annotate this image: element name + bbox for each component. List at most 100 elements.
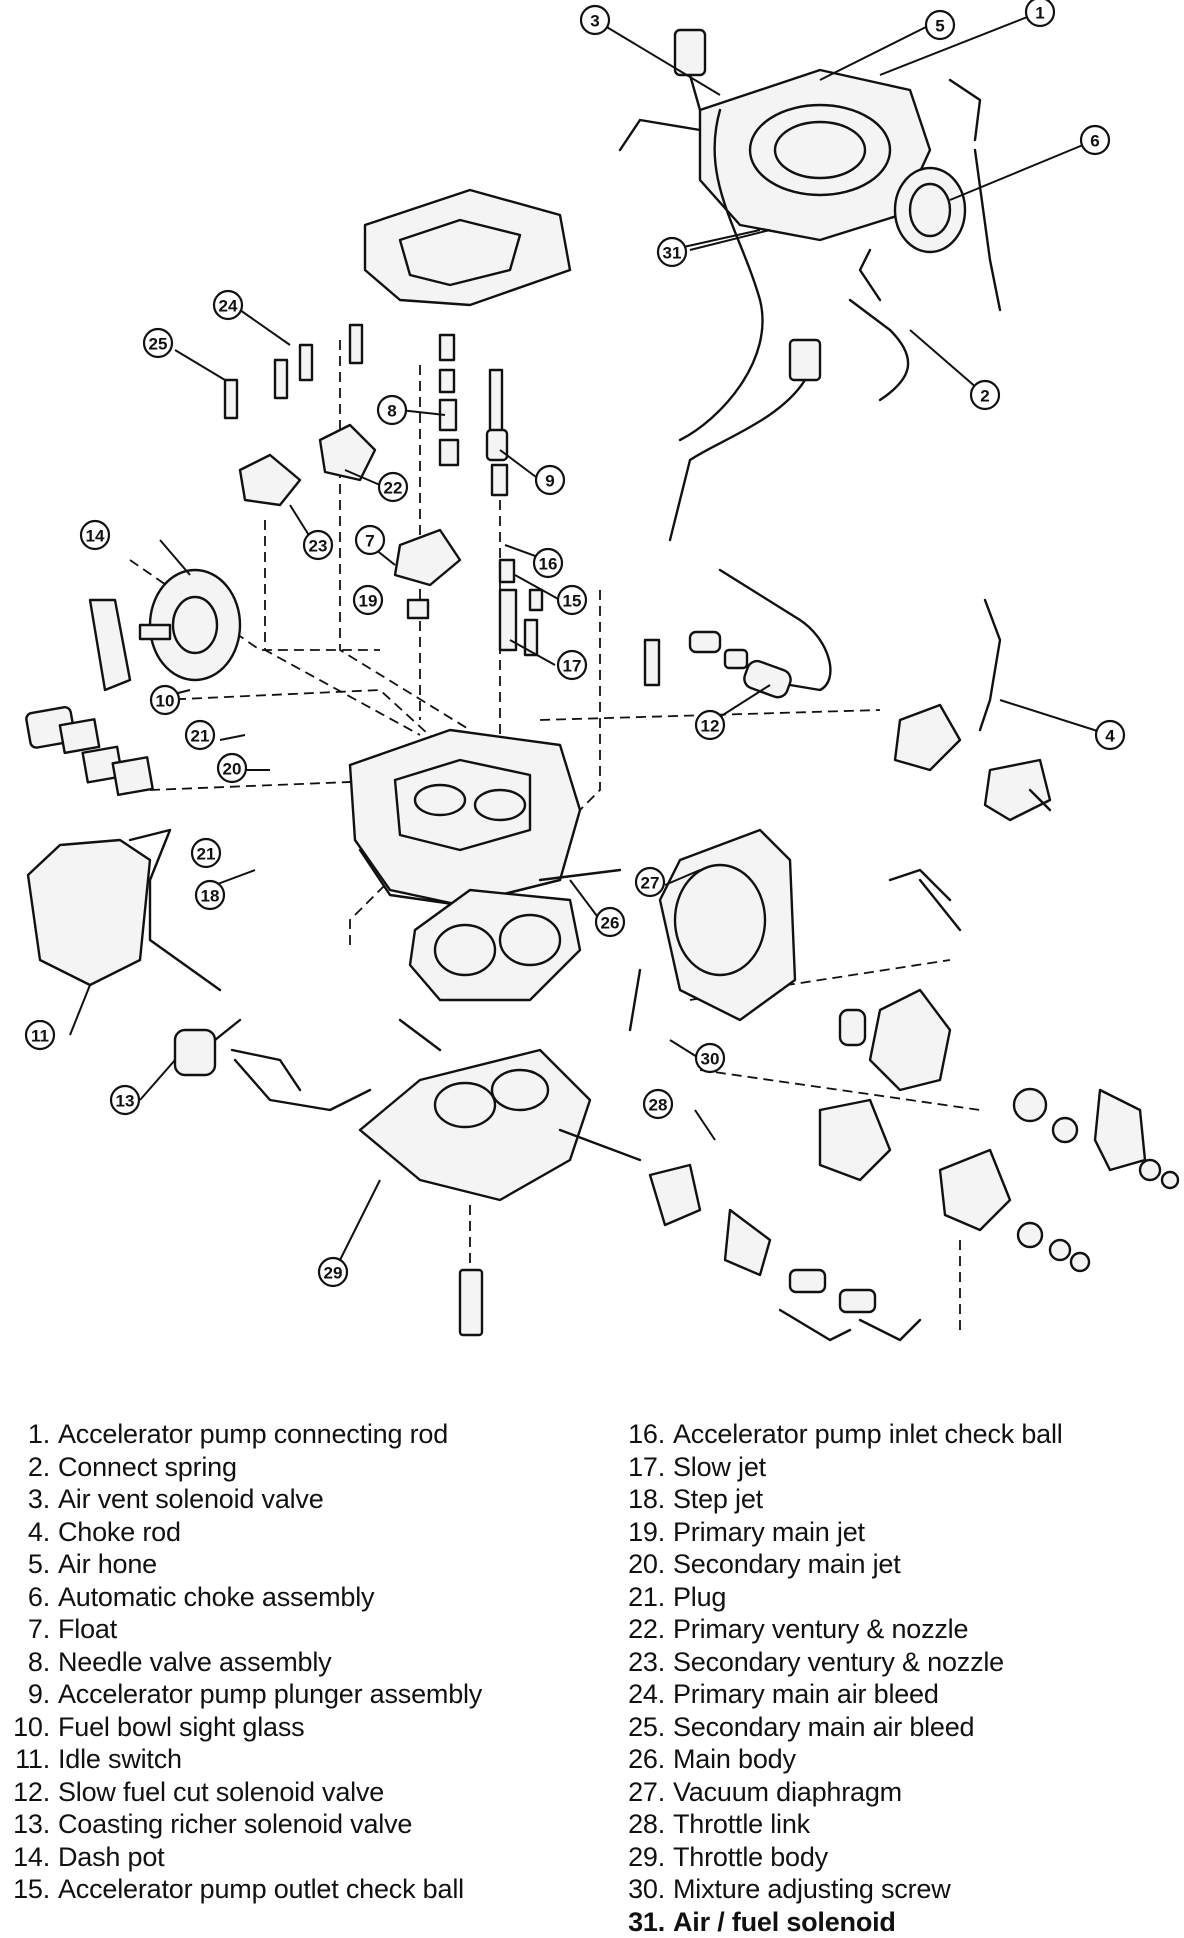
legend-item: 25.Secondary main air bleed [615, 1711, 1063, 1744]
svg-text:30: 30 [701, 1050, 720, 1069]
callout-14: 14 [81, 521, 109, 549]
callout-16: 16 [534, 549, 562, 577]
legend-item: 27.Vacuum diaphragm [615, 1776, 1063, 1809]
svg-text:16: 16 [539, 555, 558, 574]
base-gasket [410, 890, 580, 1000]
callout-19: 19 [354, 586, 382, 614]
callout-9: 9 [536, 466, 564, 494]
legend-item: 7.Float [10, 1613, 482, 1646]
throttle-body [360, 1020, 640, 1335]
legend-item: 28.Throttle link [615, 1808, 1063, 1841]
callout-26: 26 [596, 908, 624, 936]
legend-item: 14.Dash pot [10, 1841, 482, 1874]
legend-item: 29.Throttle body [615, 1841, 1063, 1874]
legend-item: 13.Coasting richer solenoid valve [10, 1808, 482, 1841]
idle-switch-bracket [28, 830, 370, 1110]
callout-5: 5 [926, 11, 954, 39]
svg-text:13: 13 [116, 1092, 135, 1111]
callout-28: 28 [644, 1090, 672, 1118]
svg-text:26: 26 [601, 914, 620, 933]
callout-3: 3 [581, 6, 609, 34]
callout-7: 7 [356, 526, 384, 554]
legend-item: 19.Primary main jet [615, 1516, 1063, 1549]
svg-text:24: 24 [219, 297, 238, 316]
svg-text:11: 11 [31, 1027, 49, 1046]
legend-item: 16.Accelerator pump inlet check ball [615, 1418, 1063, 1451]
vacuum-diaphragm [630, 830, 795, 1030]
svg-text:5: 5 [935, 17, 944, 36]
callout-31: 31 [658, 238, 686, 266]
callout-15: 15 [558, 586, 586, 614]
legend-item: 22.Primary ventury & nozzle [615, 1613, 1063, 1646]
svg-text:9: 9 [545, 472, 554, 491]
svg-text:29: 29 [324, 1264, 343, 1283]
callout-24: 24 [214, 291, 242, 319]
svg-text:21: 21 [191, 727, 210, 746]
legend-item: 24.Primary main air bleed [615, 1678, 1063, 1711]
callout-21a: 21 [186, 721, 214, 749]
callout-10: 10 [151, 686, 179, 714]
legend-item: 8.Needle valve assembly [10, 1646, 482, 1679]
svg-text:8: 8 [387, 402, 396, 421]
svg-text:1: 1 [1035, 4, 1044, 23]
legend-item: 4.Choke rod [10, 1516, 482, 1549]
svg-text:19: 19 [359, 592, 378, 611]
callout-30: 30 [696, 1044, 724, 1072]
slow-fuel-cut-solenoid [690, 570, 830, 700]
callout-25: 25 [144, 329, 172, 357]
callout-20: 20 [218, 754, 246, 782]
callout-27: 27 [636, 868, 664, 896]
legend-item: 26.Main body [615, 1743, 1063, 1776]
callout-13: 13 [111, 1086, 139, 1114]
callout-21b: 21 [192, 839, 220, 867]
svg-text:22: 22 [384, 479, 403, 498]
callout-1: 1 [1026, 0, 1054, 26]
callout-22: 22 [379, 473, 407, 501]
main-body [350, 730, 620, 905]
legend-item: 12.Slow fuel cut solenoid valve [10, 1776, 482, 1809]
svg-text:27: 27 [641, 874, 660, 893]
svg-text:7: 7 [365, 532, 374, 551]
svg-text:3: 3 [590, 12, 599, 31]
legend-item: 10.Fuel bowl sight glass [10, 1711, 482, 1744]
legend-item: 11.Idle switch [10, 1743, 482, 1776]
legend-item: 20.Secondary main jet [615, 1548, 1063, 1581]
svg-text:28: 28 [649, 1096, 668, 1115]
choke-rod [895, 600, 1050, 820]
callout-18: 18 [196, 881, 224, 909]
legend-item: 17.Slow jet [615, 1451, 1063, 1484]
legend-item: 21.Plug [615, 1581, 1063, 1614]
svg-text:6: 6 [1090, 132, 1099, 151]
callout-6: 6 [1081, 126, 1109, 154]
svg-text:23: 23 [309, 537, 328, 556]
callout-4: 4 [1096, 721, 1124, 749]
air-horn-assembly [620, 30, 1000, 540]
svg-text:17: 17 [563, 657, 582, 676]
svg-text:25: 25 [149, 335, 168, 354]
svg-text:12: 12 [701, 717, 720, 736]
legend-item: 18.Step jet [615, 1483, 1063, 1516]
svg-text:14: 14 [86, 527, 105, 546]
legend-item: 3.Air vent solenoid valve [10, 1483, 482, 1516]
legend-item: 5.Air hone [10, 1548, 482, 1581]
legend-item: 6.Automatic choke assembly [10, 1581, 482, 1614]
svg-text:21: 21 [197, 845, 216, 864]
callout-17: 17 [558, 651, 586, 679]
exploded-carburetor-diagram: 1 2 3 4 5 6 7 8 9 10 11 12 13 14 15 16 1… [0, 0, 1184, 1390]
legend-item: 23.Secondary ventury & nozzle [615, 1646, 1063, 1679]
dash-pot [90, 570, 240, 690]
sight-glass [25, 706, 152, 795]
parts-legend: 1.Accelerator pump connecting rod 2.Conn… [0, 1400, 1184, 1910]
svg-text:2: 2 [980, 387, 989, 406]
legend-item: 9.Accelerator pump plunger assembly [10, 1678, 482, 1711]
callout-23: 23 [304, 531, 332, 559]
svg-text:18: 18 [201, 887, 220, 906]
svg-text:15: 15 [563, 592, 582, 611]
callout-2: 2 [971, 381, 999, 409]
legend-column-left: 1.Accelerator pump connecting rod 2.Conn… [10, 1418, 482, 1906]
legend-item: 31.Air / fuel solenoid [615, 1906, 1063, 1938]
legend-column-right: 16.Accelerator pump inlet check ball 17.… [615, 1418, 1063, 1938]
callout-8: 8 [378, 396, 406, 424]
callout-11: 11 [26, 1021, 54, 1049]
callout-12: 12 [696, 711, 724, 739]
